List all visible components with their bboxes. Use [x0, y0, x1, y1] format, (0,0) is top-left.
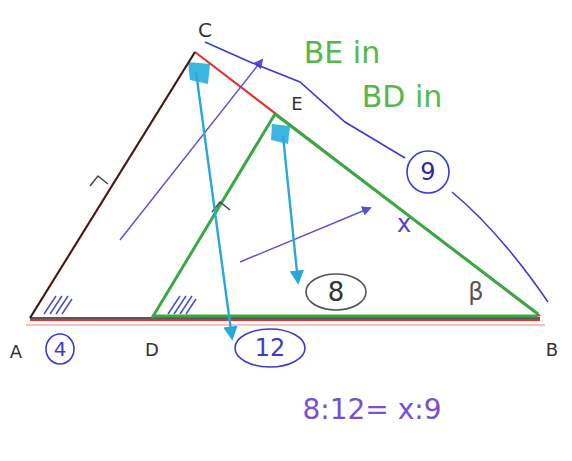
length-value: 12	[255, 335, 286, 361]
angle-mark: β	[468, 279, 483, 305]
length-bracket	[205, 42, 548, 302]
vertex-letter: C	[198, 19, 212, 41]
angle-hatching	[44, 296, 196, 314]
vertex-letter: B	[546, 340, 558, 360]
unknown-length: x	[397, 211, 411, 237]
number-circle	[46, 151, 449, 367]
triangle-abc	[30, 52, 540, 320]
direction-arrow	[120, 60, 370, 262]
length-value: 9	[420, 159, 435, 185]
segment-note: BD in	[362, 80, 443, 113]
triangle-outline	[30, 52, 540, 318]
length-value: 8	[328, 278, 345, 307]
correspondence-arrow	[196, 72, 298, 338]
proportion-equation: 8:12= x:9	[302, 395, 441, 426]
angle-mark	[271, 124, 290, 144]
triangle-deb	[152, 114, 538, 318]
parallel-mark	[90, 176, 230, 212]
angle-mark	[188, 62, 210, 84]
length-value: 4	[54, 338, 67, 360]
vertex-letter: D	[145, 340, 159, 360]
segment-note: BE in	[304, 36, 380, 69]
vertex-letter: A	[10, 342, 22, 362]
vertex-letter: E	[291, 94, 302, 114]
side-underline	[26, 324, 545, 325]
